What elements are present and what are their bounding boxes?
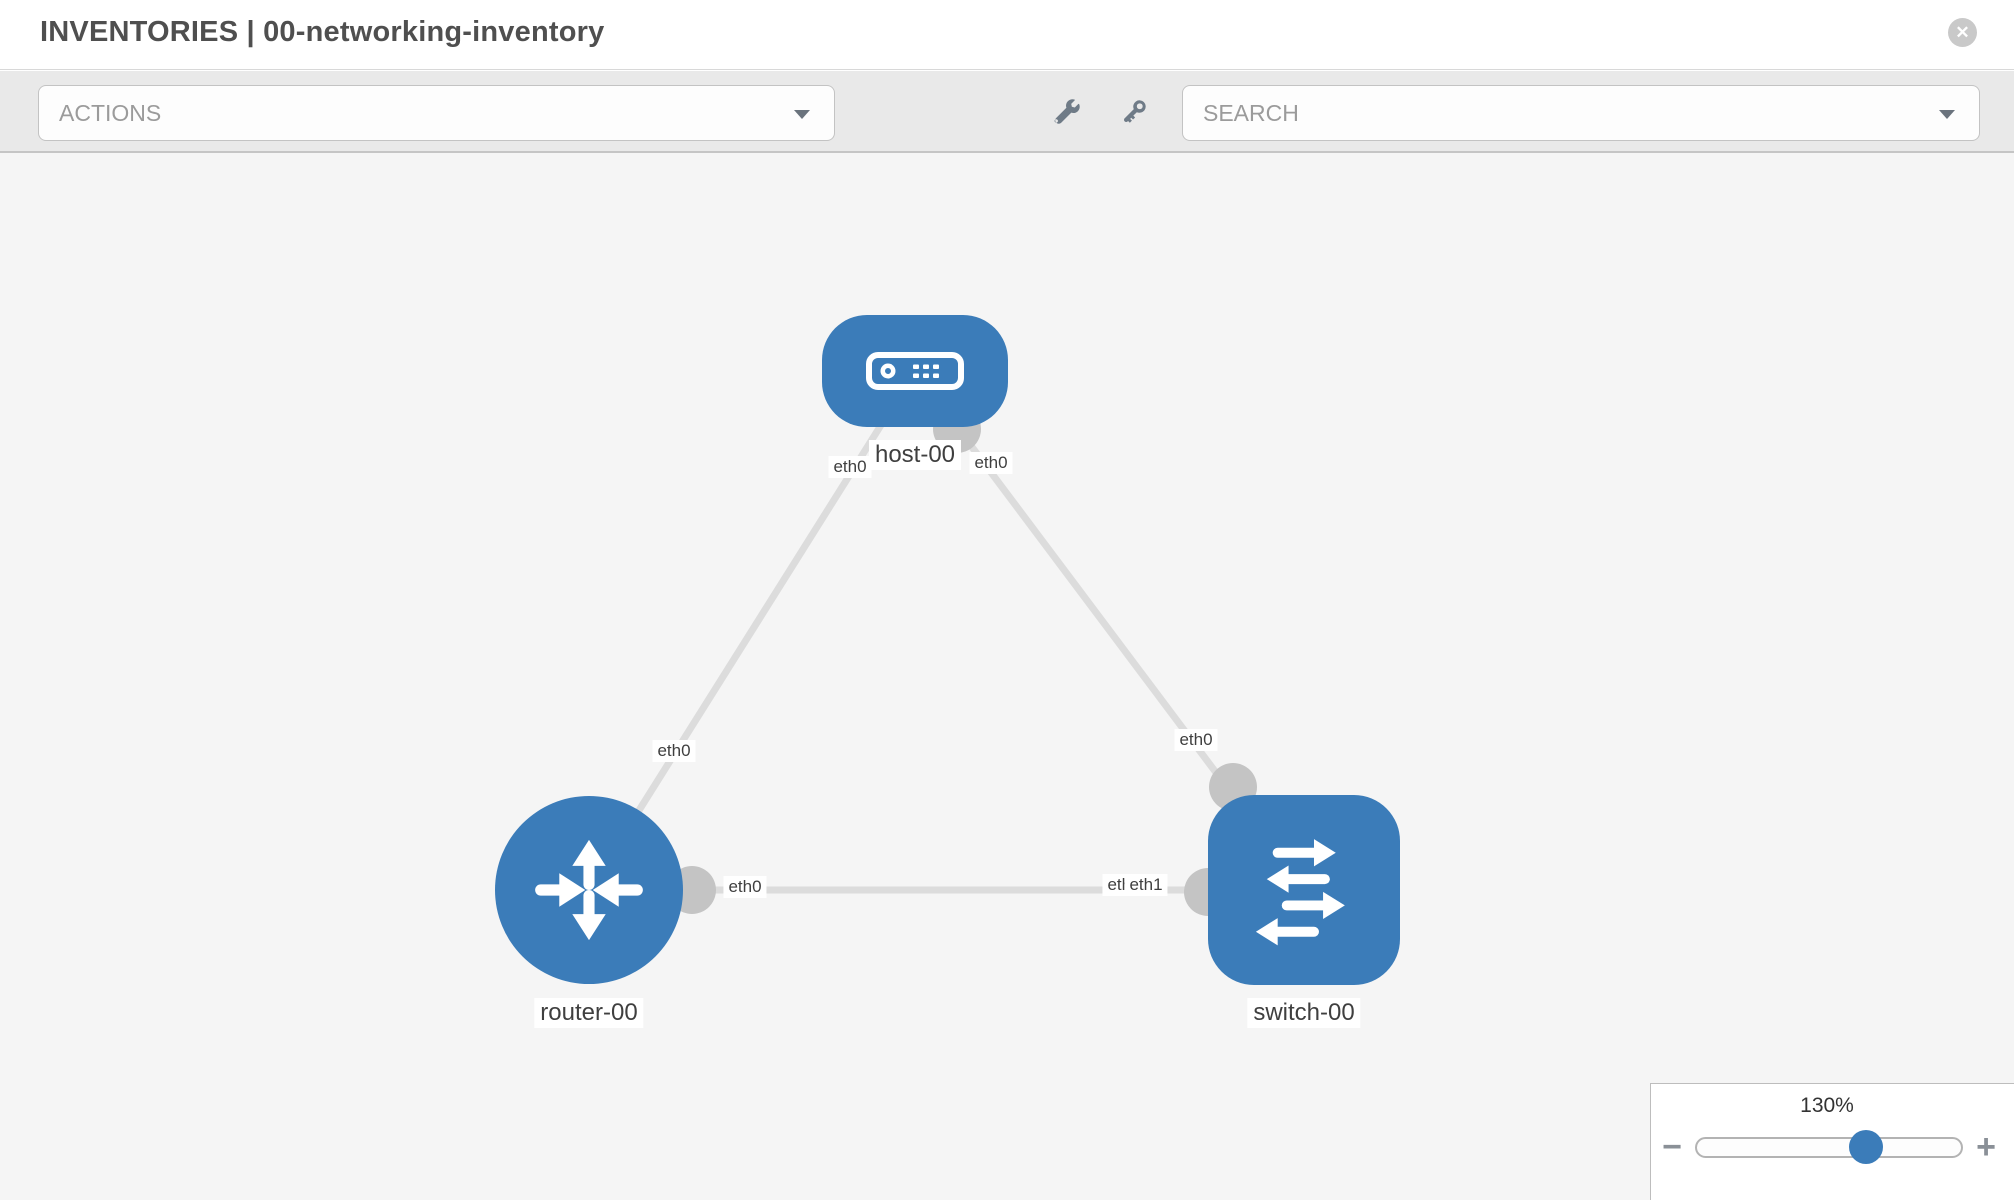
key-icon xyxy=(1124,99,1146,123)
interface-label-eth0: eth0 xyxy=(723,876,767,898)
interface-label-eth0: eth0 xyxy=(652,740,696,762)
node-router-00[interactable] xyxy=(495,796,683,984)
search-dropdown[interactable]: SEARCH xyxy=(1182,85,1980,141)
server-icon xyxy=(866,352,964,390)
chevron-down-icon xyxy=(1939,110,1955,119)
close-button[interactable]: ✕ xyxy=(1948,18,1977,47)
zoom-level-value: 130% xyxy=(1800,1094,1854,1117)
topology-canvas[interactable]: host-00 router-00 switch-00 eth0 eth0 eth0 eth… xyxy=(0,153,2014,1200)
search-placeholder: SEARCH xyxy=(1203,99,1299,126)
node-label-switch-00: switch-00 xyxy=(1247,998,1361,1028)
node-label-router-00: router-00 xyxy=(534,998,644,1028)
node-switch-00[interactable] xyxy=(1208,795,1400,985)
close-icon: ✕ xyxy=(1955,23,1970,42)
chevron-down-icon xyxy=(794,110,810,119)
interface-label-eth0: eth0 xyxy=(969,452,1013,474)
header: INVENTORIES | 00-networking-inventory ✕ xyxy=(0,0,2014,70)
switch-arrows-icon xyxy=(1255,839,1345,946)
toolbar: ACTIONS SEARCH xyxy=(0,71,2014,153)
zoom-out-button[interactable]: − xyxy=(1657,1130,1687,1164)
actions-dropdown-label: ACTIONS xyxy=(59,99,162,126)
node-label-host-00: host-00 xyxy=(868,440,962,470)
zoom-in-button[interactable]: + xyxy=(1971,1130,2001,1164)
zoom-panel: 130% − + xyxy=(1650,1083,2014,1200)
node-host-00[interactable] xyxy=(822,315,1008,427)
wrench-icon xyxy=(1054,98,1080,124)
zoom-slider-handle[interactable] xyxy=(1848,1129,1883,1164)
topology-links-layer xyxy=(586,368,1307,916)
actions-dropdown[interactable]: ACTIONS xyxy=(38,85,835,141)
router-arrows-icon xyxy=(535,839,643,941)
configure-tools-button[interactable] xyxy=(1048,95,1084,131)
interface-label-eth1: eth1 xyxy=(1124,874,1168,896)
interface-label-eth0: eth0 xyxy=(828,456,872,478)
zoom-slider-track[interactable] xyxy=(1695,1129,1963,1164)
credentials-button[interactable] xyxy=(1116,95,1152,131)
interface-label-eth0: eth0 xyxy=(1174,729,1218,751)
page-title: INVENTORIES | 00-networking-inventory xyxy=(40,16,605,48)
